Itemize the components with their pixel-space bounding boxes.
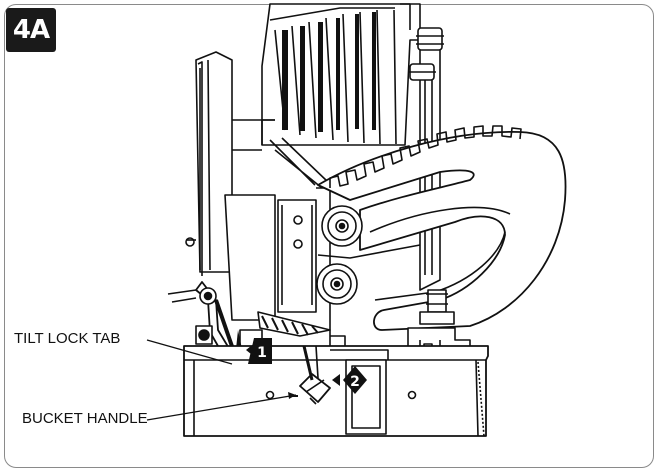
tilt-lock-leader — [146, 339, 233, 365]
step-marker-2-label: 2 — [350, 374, 360, 390]
tilt-quadrant — [317, 125, 567, 331]
pivot-knob-upper — [321, 205, 363, 247]
step-marker-2: 2 — [332, 366, 367, 394]
bucket — [183, 329, 489, 437]
bucket-handle-leader — [146, 394, 297, 421]
bucket-handle — [292, 345, 331, 405]
bucket-handle-arrowhead — [288, 392, 296, 399]
pivot-knob-lower — [316, 263, 358, 305]
figure-badge: 4A — [6, 8, 56, 52]
step-marker-1: 1 — [246, 338, 272, 364]
bucket-handle-label: BUCKET HANDLE — [22, 410, 148, 427]
step-marker-1-label: 1 — [257, 345, 267, 361]
left-column — [185, 51, 275, 276]
tilt-lock-tab-label: TILT LOCK TAB — [14, 330, 121, 347]
